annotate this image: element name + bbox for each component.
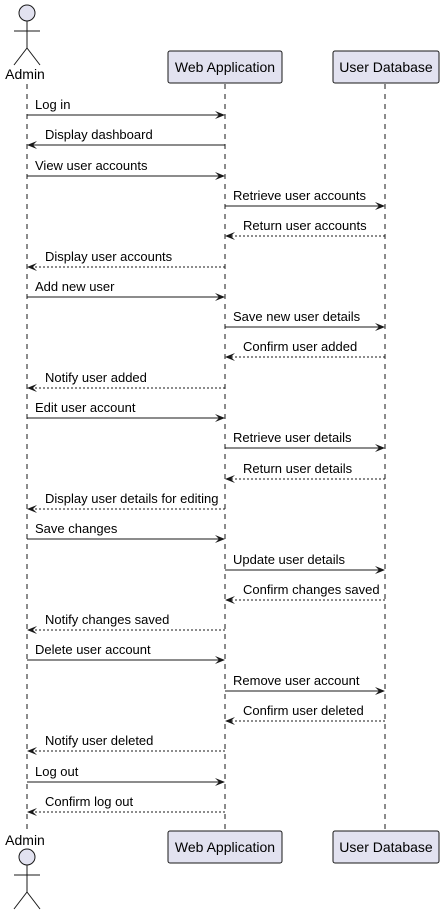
message-label: Notify user added xyxy=(45,370,147,385)
message-13: Return user details xyxy=(225,461,385,483)
message-label: Confirm user deleted xyxy=(243,703,364,718)
message-label: Return user details xyxy=(243,461,353,476)
message-2: Display dashboard xyxy=(27,127,225,149)
message-14: Display user details for editing xyxy=(27,491,225,513)
actor-admin-top: Admin xyxy=(5,4,45,82)
message-22: Notify user deleted xyxy=(27,733,225,755)
actor-head-icon xyxy=(18,4,36,22)
message-1: Log in xyxy=(27,97,225,119)
participant-db-top: User Database xyxy=(332,50,440,84)
participant-label: Web Application xyxy=(175,59,275,75)
actor-admin-bottom: Admin xyxy=(5,832,45,910)
message-19: Delete user account xyxy=(27,642,225,664)
message-9: Confirm user added xyxy=(225,339,385,361)
message-12: Retrieve user details xyxy=(225,430,385,452)
message-label: Save changes xyxy=(35,521,118,536)
actor-head-icon xyxy=(18,848,36,866)
message-label: Retrieve user accounts xyxy=(233,188,366,203)
message-label: View user accounts xyxy=(35,158,148,173)
message-3: View user accounts xyxy=(27,158,225,180)
participant-label: Web Application xyxy=(175,839,275,855)
message-24: Confirm log out xyxy=(27,794,225,816)
message-label: Save new user details xyxy=(233,309,361,324)
message-label: Delete user account xyxy=(35,642,151,657)
participant-web-bottom: Web Application xyxy=(167,830,283,864)
participant-web-top: Web Application xyxy=(167,50,283,84)
participant-box xyxy=(167,50,283,84)
participant-label: User Database xyxy=(339,59,433,75)
participant-db-bottom: User Database xyxy=(332,830,440,864)
message-label: Display dashboard xyxy=(45,127,153,142)
message-21: Confirm user deleted xyxy=(225,703,385,725)
message-7: Add new user xyxy=(27,279,225,301)
participant-box xyxy=(167,830,283,864)
message-4: Retrieve user accounts xyxy=(225,188,385,210)
participant-box xyxy=(332,830,440,864)
message-label: Display user details for editing xyxy=(45,491,218,506)
message-15: Save changes xyxy=(27,521,225,543)
message-label: Log out xyxy=(35,764,79,779)
message-label: Add new user xyxy=(35,279,115,294)
message-label: Confirm log out xyxy=(45,794,134,809)
message-6: Display user accounts xyxy=(27,249,225,271)
participant-box xyxy=(332,50,440,84)
message-label: Confirm changes saved xyxy=(243,582,380,597)
actor-label: Admin xyxy=(5,832,45,848)
message-8: Save new user details xyxy=(225,309,385,331)
message-5: Return user accounts xyxy=(225,218,385,240)
message-label: Display user accounts xyxy=(45,249,173,264)
message-23: Log out xyxy=(27,764,225,786)
message-17: Confirm changes saved xyxy=(225,582,385,604)
message-label: Retrieve user details xyxy=(233,430,352,445)
participant-label: User Database xyxy=(339,839,433,855)
message-label: Return user accounts xyxy=(243,218,367,233)
message-label: Update user details xyxy=(233,552,346,567)
message-label: Log in xyxy=(35,97,70,112)
message-label: Notify user deleted xyxy=(45,733,153,748)
message-18: Notify changes saved xyxy=(27,612,225,634)
message-label: Remove user account xyxy=(233,673,360,688)
message-10: Notify user added xyxy=(27,370,225,392)
message-11: Edit user account xyxy=(27,400,225,422)
message-label: Notify changes saved xyxy=(45,612,169,627)
message-16: Update user details xyxy=(225,552,385,574)
message-20: Remove user account xyxy=(225,673,385,695)
message-label: Confirm user added xyxy=(243,339,357,354)
message-label: Edit user account xyxy=(35,400,136,415)
actor-label: Admin xyxy=(5,66,45,82)
